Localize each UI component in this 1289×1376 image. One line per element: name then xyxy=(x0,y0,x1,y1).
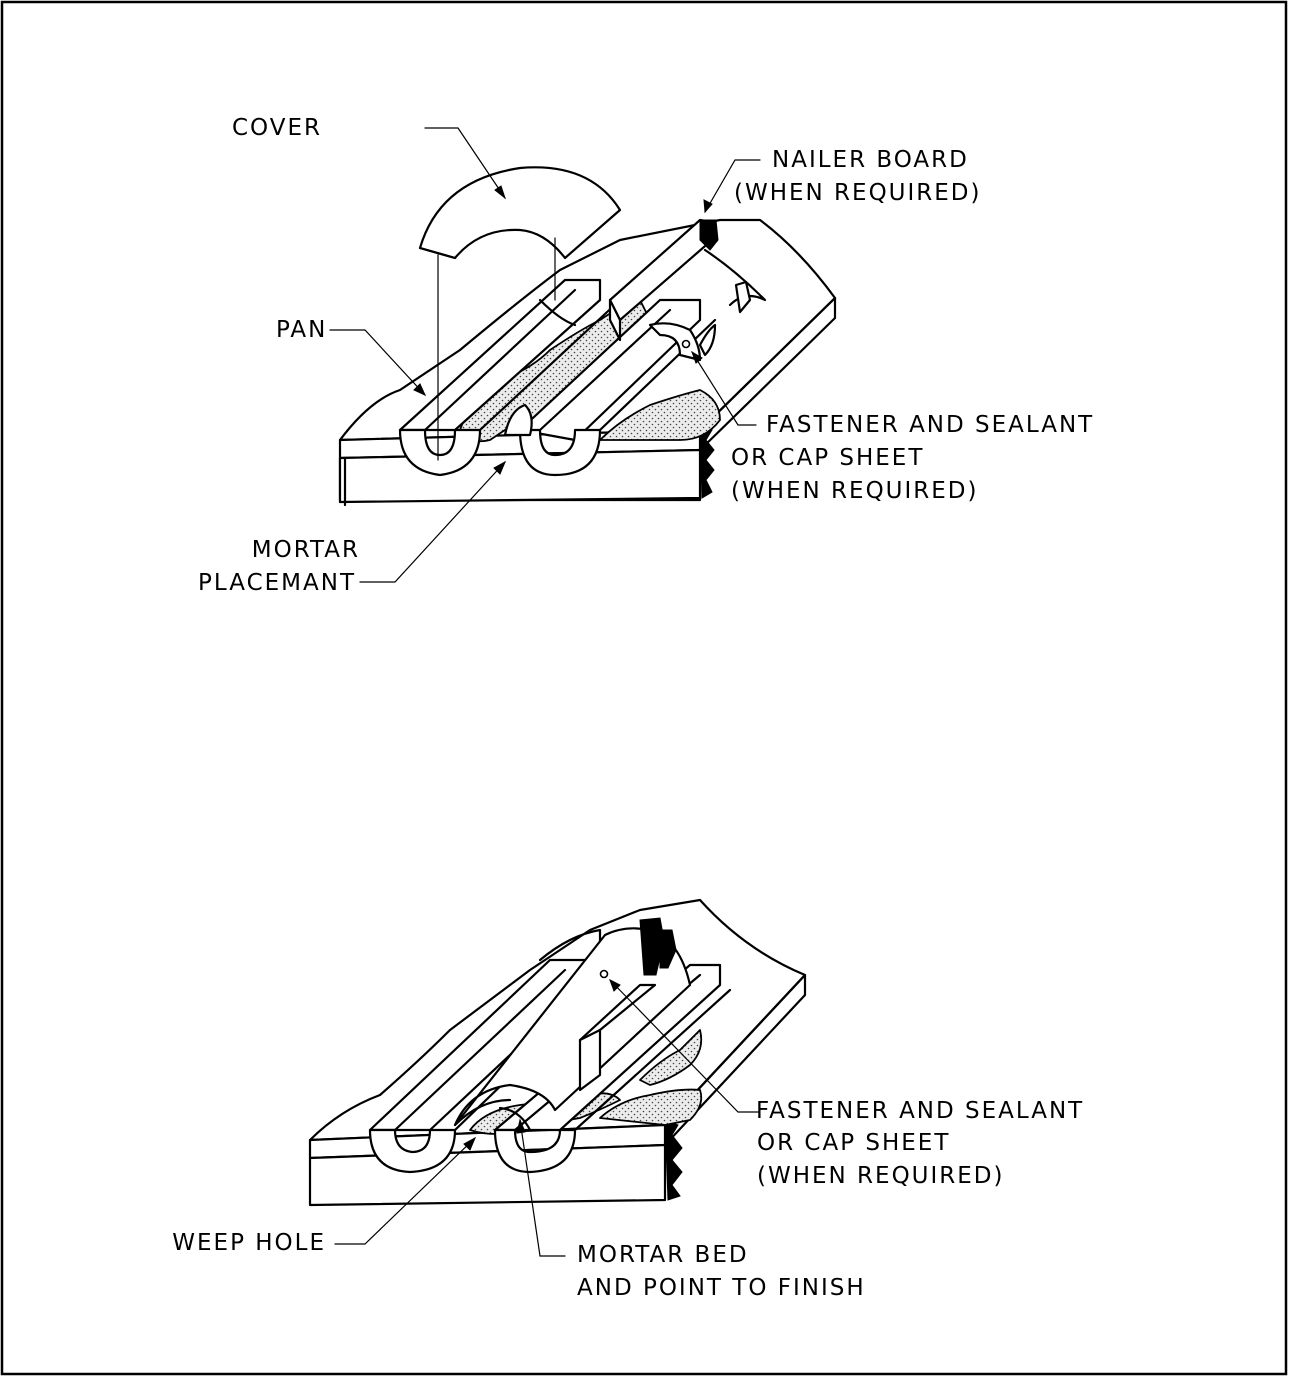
cap-sheet-label-bottom: OR CAP SHEET xyxy=(757,1130,950,1156)
pan-label: PAN xyxy=(276,317,327,343)
nailer-board-note: (WHEN REQUIRED) xyxy=(734,180,982,206)
cover-label: COVER xyxy=(232,115,322,141)
detail-bottom-illustration xyxy=(308,898,807,1207)
cap-sheet-label-top: OR CAP SHEET xyxy=(731,445,924,471)
point-to-finish-label: AND POINT TO FINISH xyxy=(577,1275,866,1301)
detail-top-leaders xyxy=(329,127,761,583)
fastener-label-bottom: FASTENER AND SEALANT xyxy=(756,1098,1084,1124)
mortar-placement-label: PLACEMANT xyxy=(198,570,356,596)
detail-top-illustration xyxy=(338,166,837,507)
mortar-bed-label: MORTAR BED xyxy=(577,1242,749,1268)
when-required-label-bottom: (WHEN REQUIRED) xyxy=(757,1163,1005,1189)
detail-bottom-leaders xyxy=(334,978,759,1257)
weep-hole-label: WEEP HOLE xyxy=(172,1230,326,1256)
when-required-label-top: (WHEN REQUIRED) xyxy=(731,478,979,504)
nailer-board-label: NAILER BOARD xyxy=(772,147,969,173)
fastener-label-top: FASTENER AND SEALANT xyxy=(766,412,1094,438)
mortar-label: MORTAR xyxy=(252,537,360,563)
